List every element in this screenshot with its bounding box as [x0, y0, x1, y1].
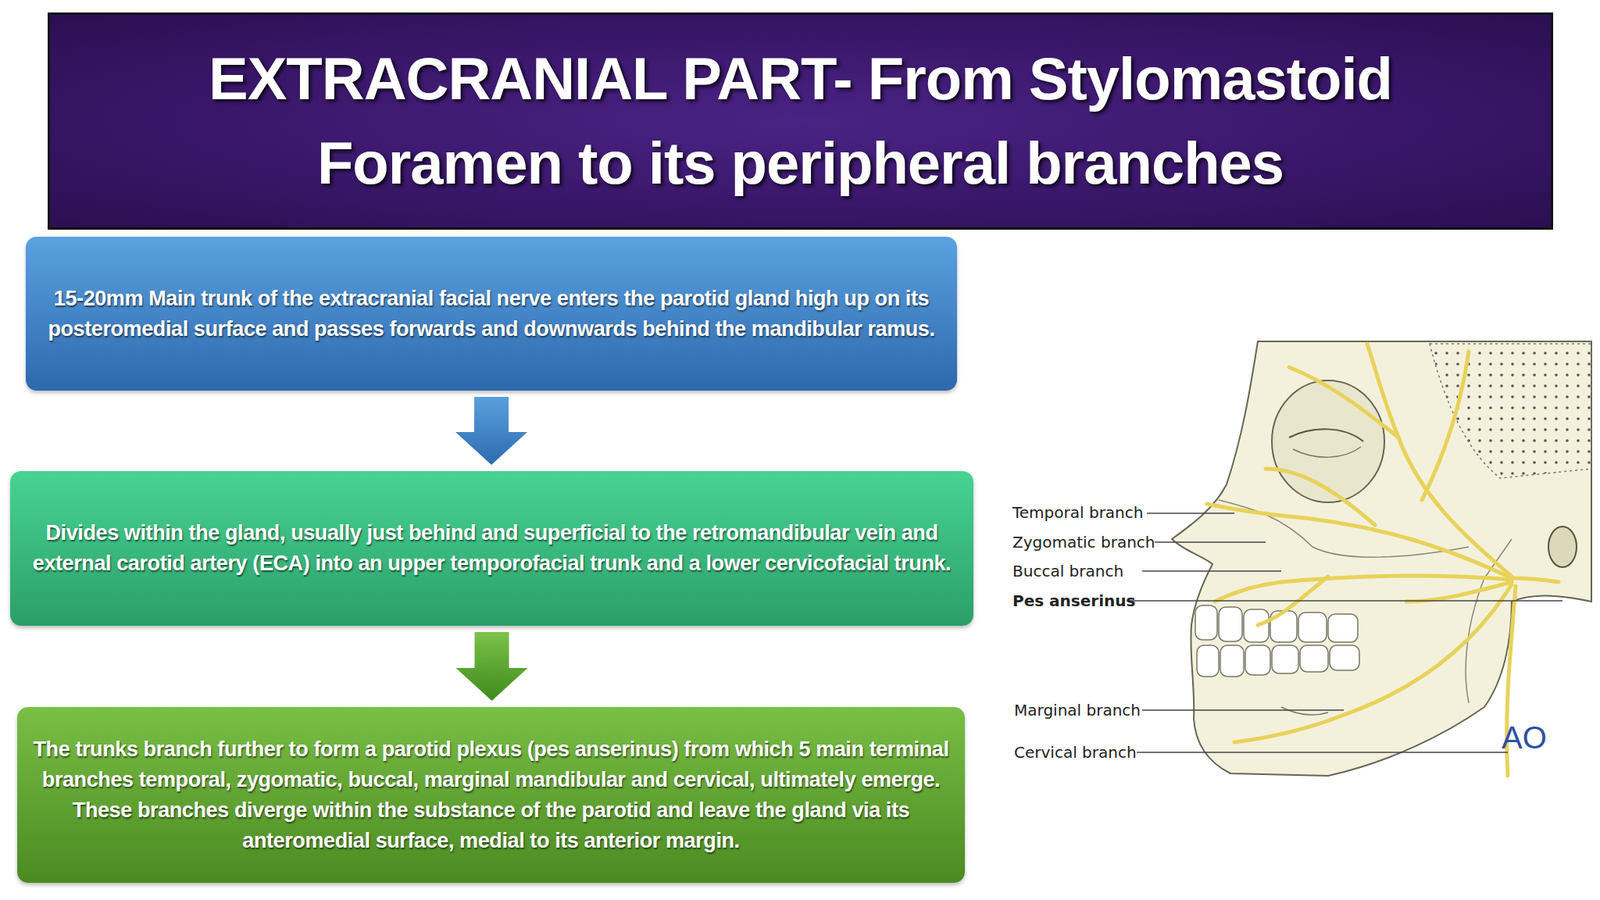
title-text: EXTRACRANIAL PART- From Stylomastoid For… [105, 36, 1497, 206]
block-arrow [456, 632, 529, 701]
logo-watermark: AO [1501, 720, 1547, 756]
leader-lines [1126, 513, 1563, 753]
branch-label: Marginal branch [1014, 700, 1141, 720]
process-box: The trunks branch further to form a paro… [17, 707, 965, 883]
block-arrow [455, 396, 528, 465]
branch-label: Zygomatic branch [1012, 532, 1155, 552]
box-text: Divides within the gland, usually just b… [24, 517, 960, 579]
nerve-branches [1207, 343, 1559, 776]
box-content: Divides within the gland, usually just b… [24, 517, 960, 579]
branch-label: Cervical branch [1014, 742, 1137, 762]
branch-label: Buccal branch [1012, 561, 1124, 581]
process-box: 15-20mm Main trunk of the extracranial f… [25, 236, 958, 391]
branch-label: Temporal branch [1012, 503, 1143, 522]
box-content: 15-20mm Main trunk of the extracranial f… [39, 283, 943, 345]
branch-label: Pes anserinus [1012, 591, 1136, 611]
box-content: The trunks branch further to form a paro… [31, 734, 951, 857]
box-text: The trunks branch further to form a paro… [31, 734, 951, 857]
process-box: Divides within the gland, usually just b… [10, 471, 974, 626]
title-band: EXTRACRANIAL PART- From Stylomastoid For… [47, 12, 1554, 230]
box-text: 15-20mm Main trunk of the extracranial f… [39, 283, 943, 345]
